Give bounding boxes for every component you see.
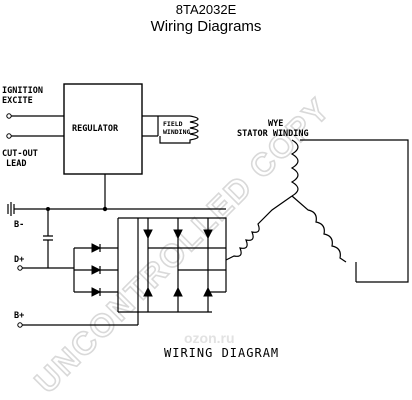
stator-coil-right [291, 195, 347, 263]
regulator-label: REGULATOR [72, 124, 119, 134]
field-winding-coil [159, 115, 199, 144]
regulator-box [63, 83, 143, 175]
ignition-terminal [6, 113, 12, 119]
ozon-logo: ozon.ru [184, 330, 235, 346]
winding-label: WINDING [163, 128, 190, 136]
b-minus-label: B- [14, 220, 24, 230]
stator-outer-wire [300, 139, 409, 283]
junction-dot [46, 207, 50, 211]
cutout-label: CUT-OUT [2, 149, 38, 159]
stator-winding-label: STATOR WINDING [237, 129, 309, 139]
stator-coil-top [290, 139, 299, 197]
b-plus-terminal [17, 322, 23, 328]
bridge-diode-top-2 [173, 229, 183, 240]
ignition-label: IGNITION [2, 86, 43, 96]
b-plus-label: B+ [14, 311, 24, 321]
excite-label: EXCITE [2, 96, 33, 106]
bridge-diode-top-3 [203, 229, 213, 240]
diode-bar [99, 244, 118, 252]
exciter-diode-1 [91, 243, 102, 253]
stator-coil-left [225, 195, 293, 261]
wiring-diagrams-subtitle: Wiring Diagrams [150, 18, 262, 35]
diode-bar [99, 288, 118, 296]
d-plus-label: D+ [14, 255, 24, 265]
bridge-diode-top-1 [143, 229, 153, 240]
phase-connections [148, 247, 227, 293]
stator-bus [212, 217, 227, 260]
lead-label: LEAD [6, 159, 26, 169]
exciter-diode-2 [91, 265, 102, 275]
bridge-diode-bottom-1 [143, 286, 153, 297]
exciter-diode-leads [73, 247, 92, 293]
diode-bar [99, 266, 118, 274]
wiring-diagram-footer: WIRING DIAGRAM [164, 346, 279, 360]
exciter-diode-3 [91, 287, 102, 297]
cutout-terminal [6, 133, 12, 139]
bridge-diode-bottom-2 [173, 286, 183, 297]
ground-symbol-icon [7, 202, 15, 216]
part-number-title: 8TA2032E [175, 2, 237, 17]
capacitor-symbol [43, 209, 53, 268]
field-leads [142, 115, 159, 137]
d-plus-terminal [17, 265, 23, 271]
field-label: FIELD [163, 120, 183, 128]
rectifier-frame [117, 217, 212, 325]
wye-label: WYE [268, 119, 283, 129]
bridge-diode-bottom-3 [203, 286, 213, 297]
